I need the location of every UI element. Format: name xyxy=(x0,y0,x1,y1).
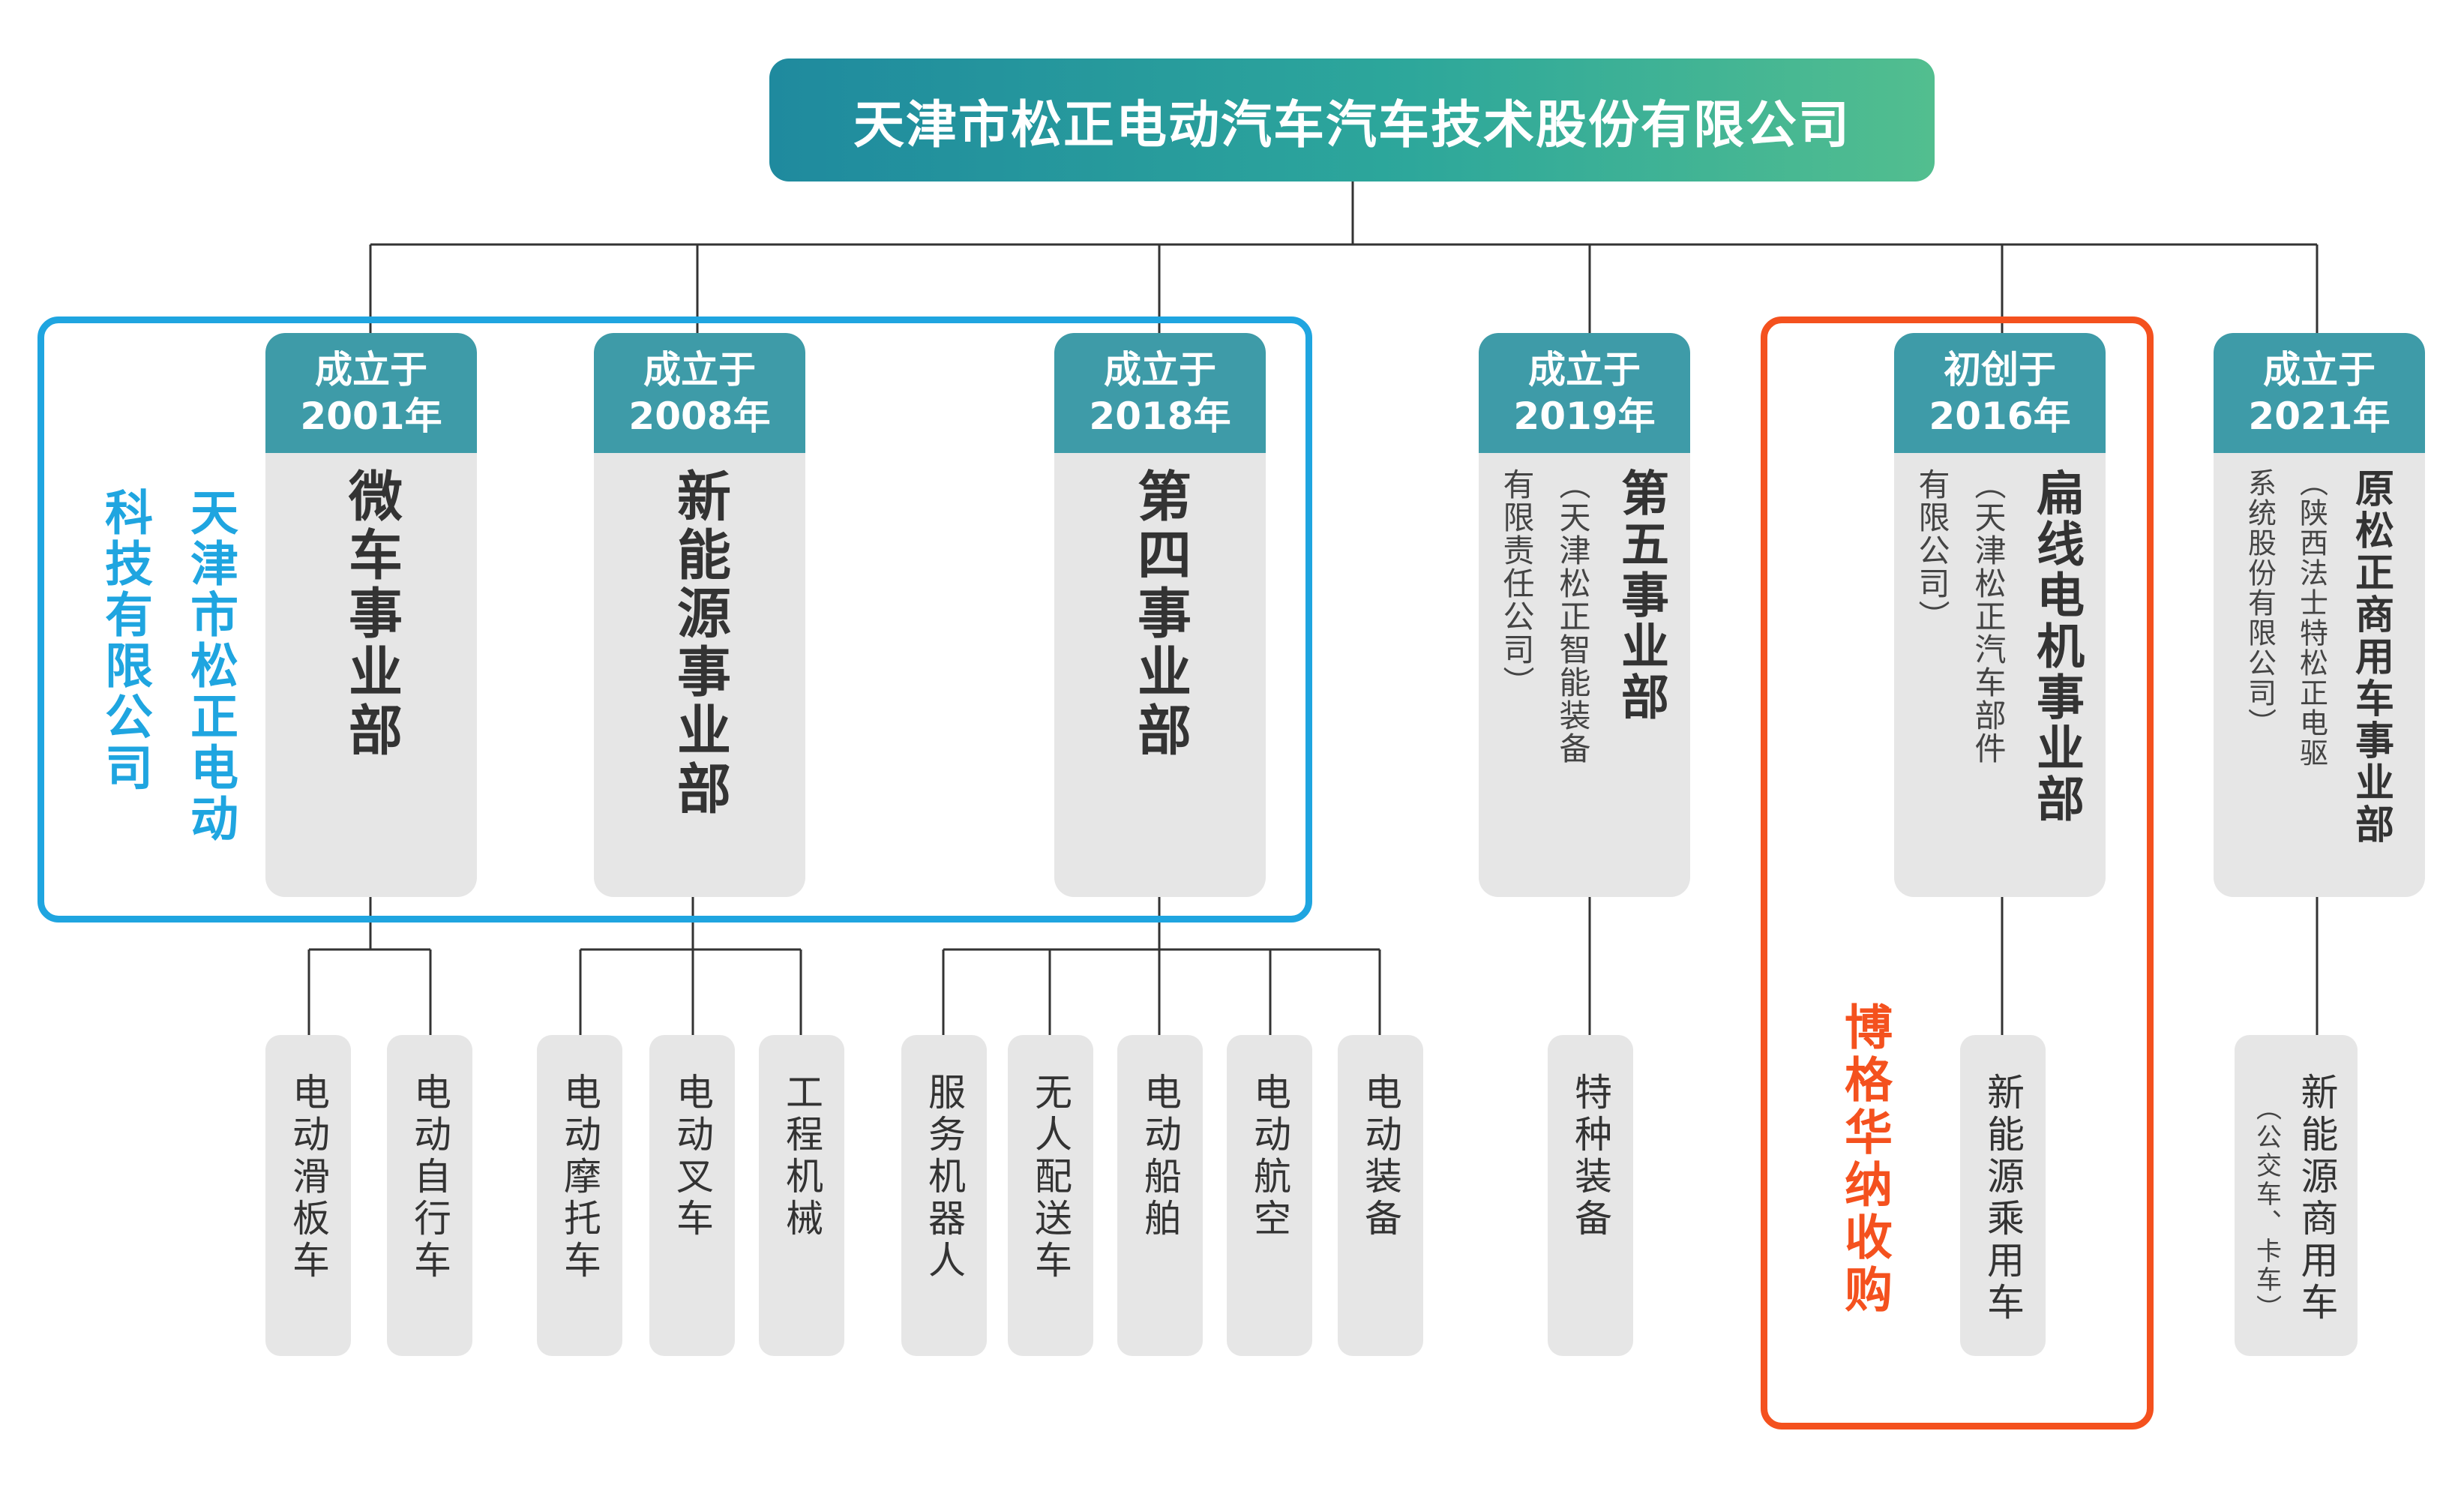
dept-founded-prefix: 初创于 xyxy=(1944,348,2056,392)
orange-group-frame xyxy=(1761,316,2154,1430)
orange-group-label: 博格华纳收购 xyxy=(1836,1002,1892,1317)
product-e-aviation: 电动航空 xyxy=(1227,1035,1312,1356)
dept-subtitle-line1: （天津松正智能装备 xyxy=(1554,468,1591,765)
dept-founded-header: 成立于 2001年 xyxy=(265,333,477,453)
product-construction-machinery: 工程机械 xyxy=(759,1035,844,1356)
product-special-equipment: 特种装备 xyxy=(1548,1035,1633,1356)
product-e-ship: 电动船舶 xyxy=(1117,1035,1203,1356)
product-nev-commercial: 新能源商用车 （公交车、卡车） xyxy=(2235,1035,2358,1356)
product-label: 电动装备 xyxy=(1359,1072,1402,1240)
dept-founded-year: 2016年 xyxy=(1929,394,2071,438)
dept-title: 新能源事业部 xyxy=(667,468,731,819)
dept-fifth: 成立于 2019年 第五事业部 （天津松正智能装备 有限责任公司） xyxy=(1479,333,1690,897)
dept-founded-year: 2019年 xyxy=(1513,394,1656,438)
dept-founded-header: 初创于 2016年 xyxy=(1894,333,2106,453)
product-service-robot: 服务机器人 xyxy=(901,1035,987,1356)
product-label: 特种装备 xyxy=(1569,1072,1612,1240)
dept-founded-prefix: 成立于 xyxy=(315,348,427,392)
product-label: 电动滑板车 xyxy=(286,1072,330,1282)
product-unmanned-delivery: 无人配送车 xyxy=(1008,1035,1093,1356)
product-e-equipment: 电动装备 xyxy=(1338,1035,1423,1356)
dept-founded-header: 成立于 2008年 xyxy=(594,333,805,453)
product-label: 电动航空 xyxy=(1248,1072,1291,1240)
dept-new-energy: 成立于 2008年 新能源事业部 xyxy=(594,333,805,897)
dept-hairpin-motor: 初创于 2016年 扁线电机事业部 （天津松正汽车部件 有限公司） xyxy=(1894,333,2106,897)
dept-subtitle-line1: （陕西法士特松正电驱 xyxy=(2295,468,2328,768)
product-e-forklift: 电动叉车 xyxy=(649,1035,735,1356)
product-label: 服务机器人 xyxy=(922,1072,966,1282)
product-label: 工程机械 xyxy=(780,1072,823,1240)
dept-founded-prefix: 成立于 xyxy=(1104,348,1216,392)
dept-founded-year: 2001年 xyxy=(300,394,442,438)
blue-group-label-line2: 科技有限公司 xyxy=(97,488,152,794)
dept-title: 微车事业部 xyxy=(339,468,403,760)
dept-founded-prefix: 成立于 xyxy=(643,348,756,392)
root-company-box: 天津市松正电动汽车汽车技术股份有限公司 xyxy=(769,58,1935,182)
dept-founded-year: 2021年 xyxy=(2248,394,2391,438)
product-note: （公交车、卡车） xyxy=(2251,1095,2282,1323)
product-label: 新能源乘用车 xyxy=(1981,1072,2025,1324)
dept-fourth: 成立于 2018年 第四事业部 xyxy=(1054,333,1266,897)
blue-group-label: 天津市松正电动 科技有限公司 xyxy=(90,488,244,862)
product-e-scooter: 电动滑板车 xyxy=(265,1035,351,1356)
dept-title: 第五事业部 xyxy=(1613,468,1668,723)
blue-group-label-line1: 天津市松正电动 xyxy=(182,488,238,844)
dept-founded-prefix: 成立于 xyxy=(1528,348,1641,392)
product-label: 电动叉车 xyxy=(670,1072,714,1240)
product-e-motorcycle: 电动摩托车 xyxy=(537,1035,622,1356)
blue-group-frame xyxy=(37,316,1312,922)
dept-subtitle-line2: 系统股份有限公司） xyxy=(2243,468,2277,738)
product-label: 新能源商用车 xyxy=(2295,1072,2339,1324)
product-nev-passenger: 新能源乘用车 xyxy=(1960,1035,2046,1356)
dept-title: 原松正商用车事业部 xyxy=(2348,468,2394,846)
dept-founded-prefix: 成立于 xyxy=(2263,348,2376,392)
dept-subtitle-line2: 有限公司） xyxy=(1914,468,1950,633)
dept-title: 扁线电机事业部 xyxy=(2028,468,2084,825)
dept-founded-header: 成立于 2019年 xyxy=(1479,333,1690,453)
dept-micro-vehicle: 成立于 2001年 微车事业部 xyxy=(265,333,477,897)
dept-founded-year: 2018年 xyxy=(1089,394,1231,438)
product-label: 电动船舶 xyxy=(1138,1072,1182,1240)
product-e-bike: 电动自行车 xyxy=(387,1035,472,1356)
dept-subtitle-line2: 有限责任公司） xyxy=(1498,468,1535,699)
dept-founded-year: 2008年 xyxy=(628,394,771,438)
product-label: 电动摩托车 xyxy=(558,1072,601,1282)
dept-commercial-vehicle: 成立于 2021年 原松正商用车事业部 （陕西法士特松正电驱 系统股份有限公司） xyxy=(2214,333,2425,897)
product-label: 无人配送车 xyxy=(1029,1072,1072,1282)
dept-founded-header: 成立于 2018年 xyxy=(1054,333,1266,453)
dept-title: 第四事业部 xyxy=(1128,468,1192,760)
product-label: 电动自行车 xyxy=(408,1072,451,1282)
dept-founded-header: 成立于 2021年 xyxy=(2214,333,2425,453)
dept-subtitle-line1: （天津松正汽车部件 xyxy=(1970,468,2007,765)
